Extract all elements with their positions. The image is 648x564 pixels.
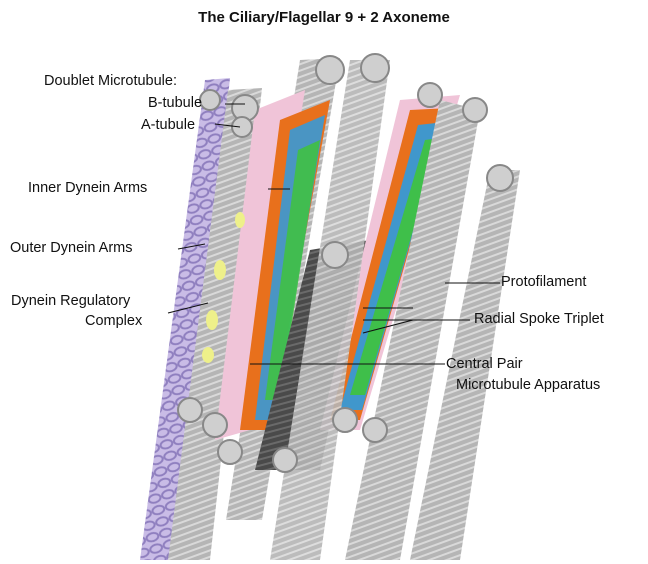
label-protofilament: Protofilament <box>501 274 586 291</box>
label-radial-spoke-triplet: Radial Spoke Triplet <box>474 311 604 328</box>
label-b-tubule: B-tubule <box>148 95 202 112</box>
label-doublet-microtubule: Doublet Microtubule: <box>44 73 177 90</box>
label-inner-dynein-arms: Inner Dynein Arms <box>28 180 147 197</box>
label-a-tubule: A-tubule <box>141 117 195 134</box>
a-tubule-cap <box>232 117 252 137</box>
label-outer-dynein-arms: Outer Dynein Arms <box>10 240 133 257</box>
label-dynein-regulatory-line2: Complex <box>85 313 142 330</box>
label-central-pair-line2: Microtubule Apparatus <box>456 377 600 394</box>
label-central-pair-line1: Central Pair <box>446 356 523 373</box>
label-dynein-regulatory-line1: Dynein Regulatory <box>11 293 130 310</box>
